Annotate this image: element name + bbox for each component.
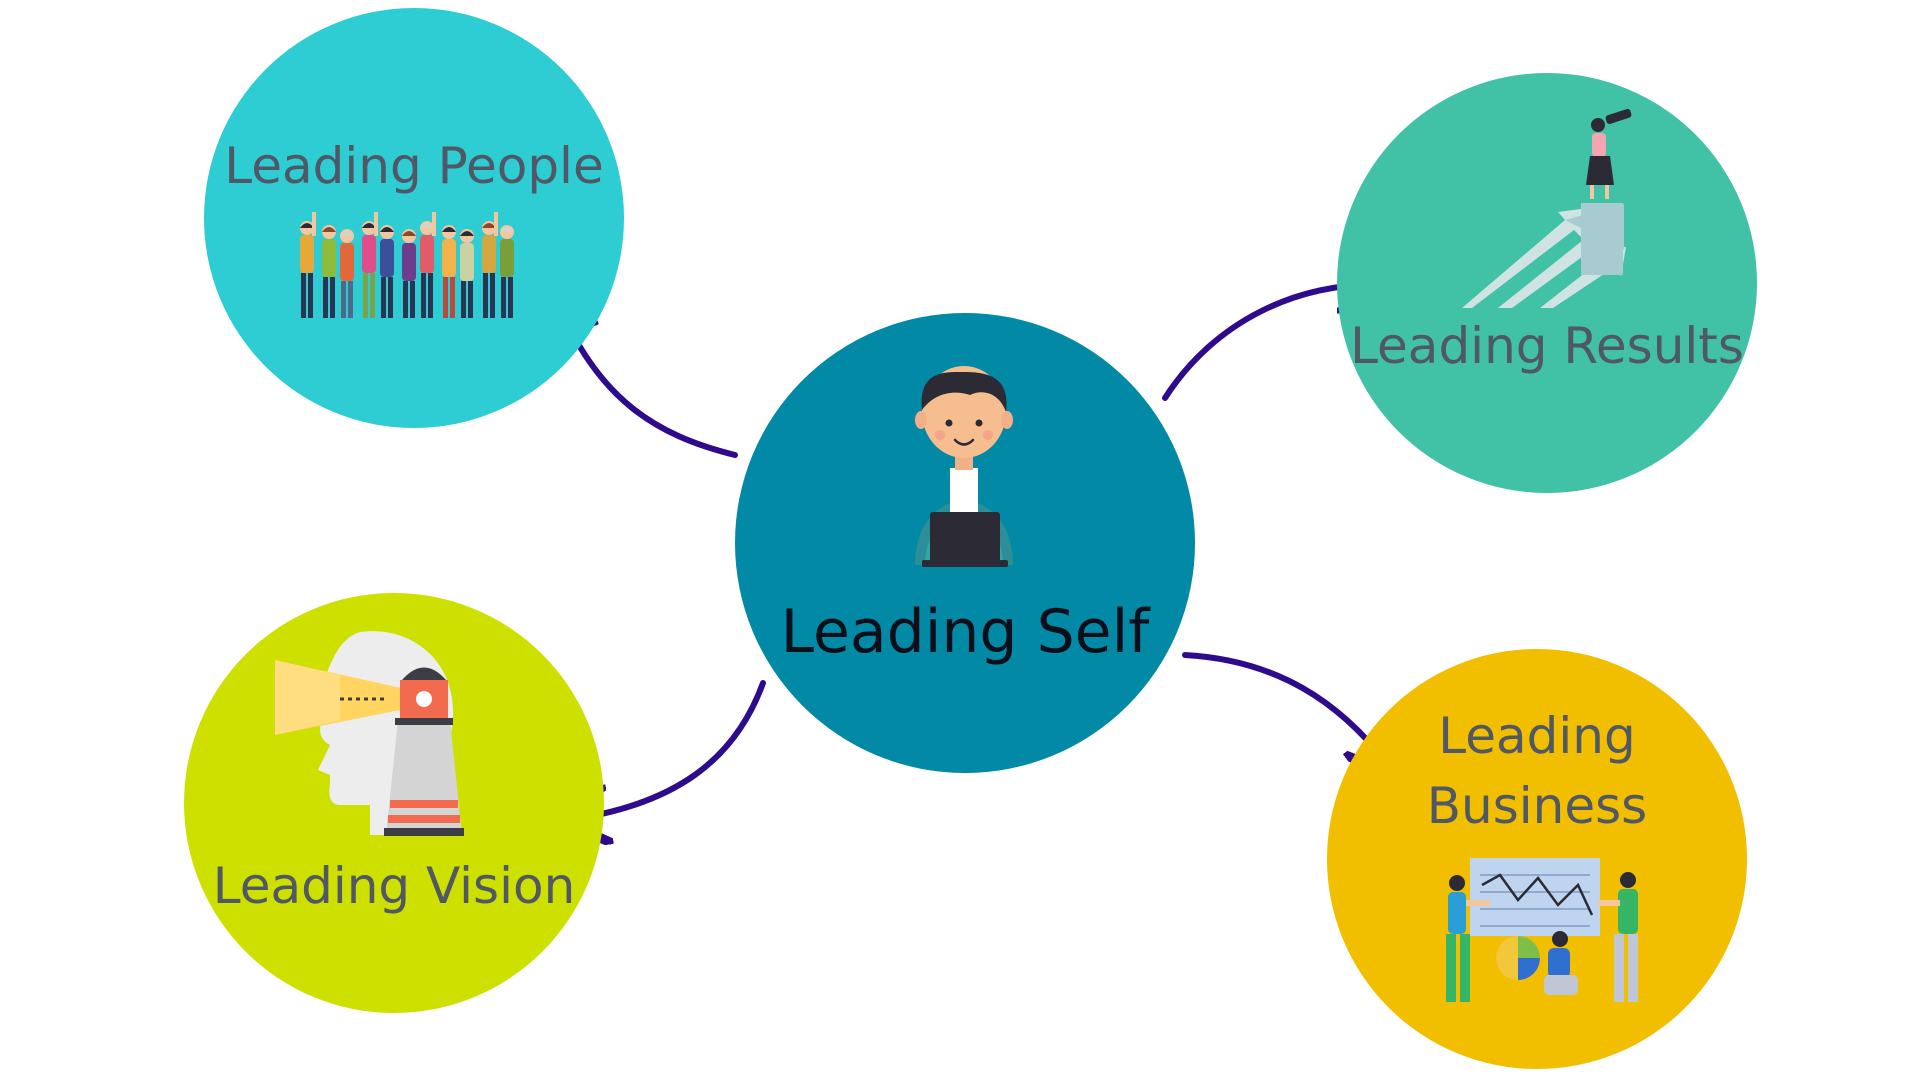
crowd-figure-part [388,277,393,318]
crowd-figure-part [482,223,496,228]
crowd-figure-part [508,277,513,318]
crowd-figure-part [300,223,314,228]
crowd-figure-part [340,243,354,281]
crowd-figure-part [340,231,354,236]
crowd-figure-part [381,277,386,318]
crowd-figure-part [450,277,455,318]
crowd-figure-part [380,239,394,277]
crowd-figure-part [362,235,376,273]
node-label: Leading People [224,137,603,195]
crowd-figure-part [312,212,316,236]
crowd-figure-part [403,281,408,318]
crowd-figure-part [494,212,498,236]
crowd-figure-part [301,273,306,318]
crowd-figure-part [490,273,495,318]
crowd-figure-part [428,273,433,318]
people-group-icon [300,212,514,318]
crowd-figure-part [468,281,473,318]
crowd-figure-part [443,277,448,318]
center-label: Leading Self [781,597,1152,667]
head-lighthouse-icon [275,631,464,836]
crowd-figure-part [341,281,346,318]
crowd-figure-part [410,281,415,318]
node-circle [1337,73,1757,493]
node-leading-vision: Leading Vision [184,593,604,1013]
node-label: Business [1427,777,1647,835]
crowd-figure-part [348,281,353,318]
node-leading-results: Leading Results [1337,73,1757,493]
crowd-figure-part [421,273,426,318]
growth-arrows-telescope-icon [1462,108,1632,308]
crowd-figure-part [308,273,313,318]
crowd-figure-part [420,223,434,228]
crowd-figure-part [363,273,368,318]
crowd-figure-part [460,231,474,236]
crowd-figure-part [500,227,514,232]
crowd-figure-part [402,231,416,236]
crowd-figure-part [461,281,466,318]
crowd-figure-part [483,273,488,318]
crowd-figure-part [442,227,456,232]
node-leading-business: Leading Business [1327,649,1747,1069]
crowd-figure-part [300,235,314,273]
crowd-figure-part [362,223,376,228]
crowd-figure-part [442,239,456,277]
crowd-figure-part [432,212,436,236]
crowd-figure-part [460,243,474,281]
crowd-figure-part [322,227,336,232]
crowd-figure-part [501,277,506,318]
crowd-figure-part [370,273,375,318]
crowd-figure-part [420,235,434,273]
node-leading-self: Leading Self [735,313,1195,773]
node-label: Leading Vision [213,857,576,915]
crowd-figure-part [380,227,394,232]
node-label: Leading Results [1350,317,1744,375]
crowd-figure-part [323,277,328,318]
crowd-figure-part [322,239,336,277]
team-chart-icon [1446,858,1638,1002]
crowd-figure-part [482,235,496,273]
crowd-figure-part [330,277,335,318]
arrow-to-leading-vision [568,680,766,820]
crowd-figure-part [402,243,416,281]
node-label: Leading [1438,707,1635,765]
node-circle [204,8,624,428]
crowd-figure-part [500,239,514,277]
node-leading-people: Leading People [204,8,624,428]
crowd-figure-part [374,212,378,236]
person-laptop-icon [915,366,1013,567]
